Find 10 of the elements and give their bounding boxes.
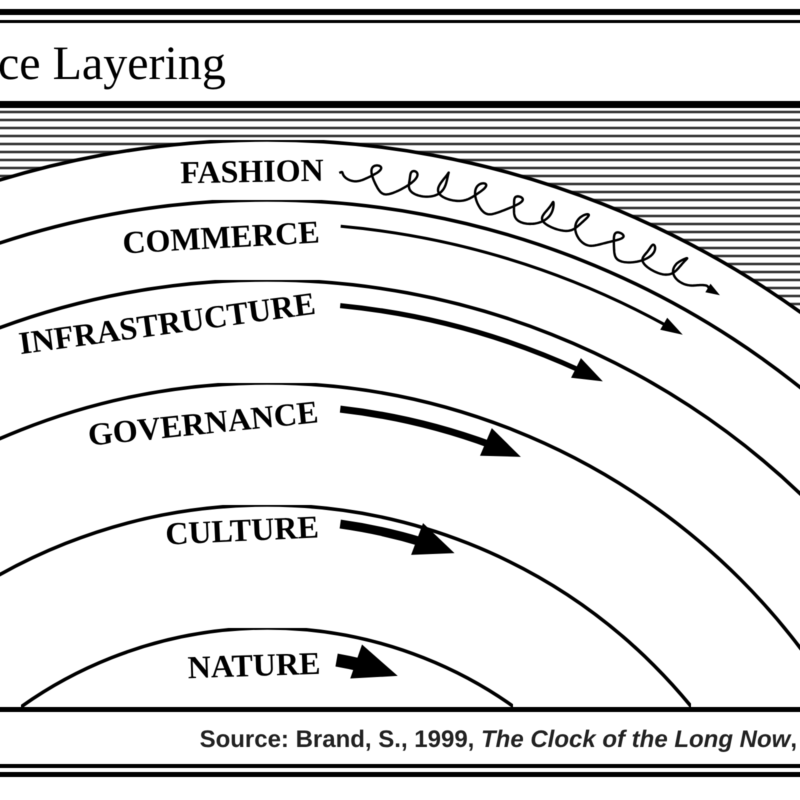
- layer-label: NATURE: [187, 647, 322, 684]
- layer-arc: [0, 280, 800, 707]
- source-caption: Source: Brand, S., 1999, The Clock of the Long Now,: [200, 725, 797, 755]
- layer-arc: [20, 628, 514, 707]
- layer-label: FASHION: [180, 154, 324, 188]
- layer-label: CULTURE: [164, 510, 320, 550]
- layer-arc: [0, 383, 800, 707]
- layer-arc: [0, 505, 692, 707]
- layer-label: GOVERNANCE: [86, 396, 320, 451]
- layer-label: COMMERCE: [122, 216, 321, 259]
